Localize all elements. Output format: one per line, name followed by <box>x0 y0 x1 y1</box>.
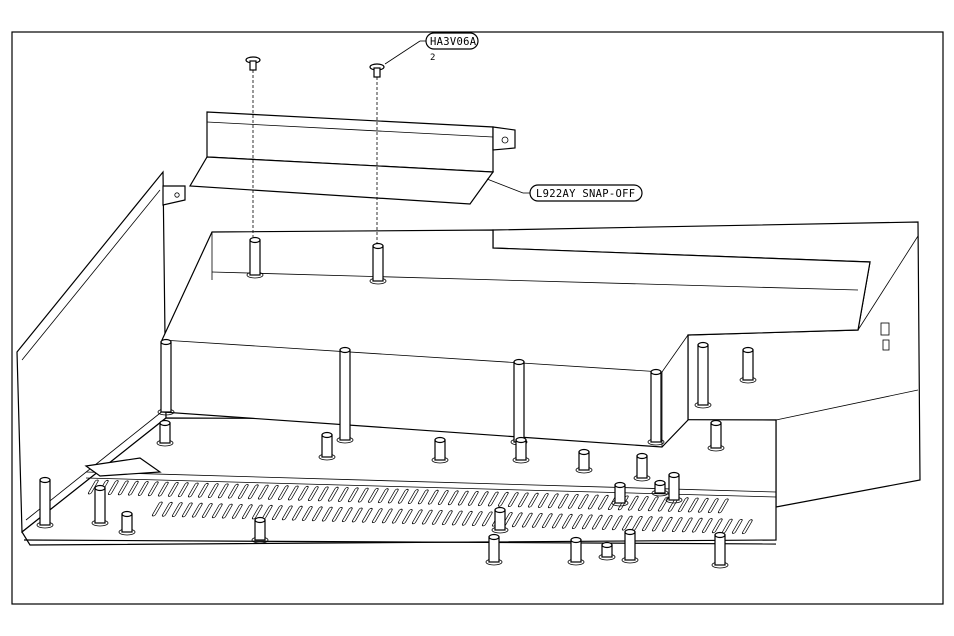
standoff-post <box>612 483 628 507</box>
standoff-post <box>712 533 728 569</box>
standoff-post <box>568 538 584 566</box>
standoff-post <box>666 473 682 504</box>
standoff-post <box>634 454 650 482</box>
standoff-post <box>92 486 108 527</box>
standoff-post <box>622 530 638 564</box>
standoff-post <box>708 421 724 452</box>
callout-bracket: L922AY SNAP-OFF <box>487 179 642 201</box>
callout-screw-qty-label: 2 <box>430 53 435 63</box>
callout-screw-part-label: HA3V06A <box>430 36 477 48</box>
standoff-post <box>648 370 664 446</box>
snap-off-bracket <box>190 112 515 204</box>
standoff-post <box>513 438 529 464</box>
standoff-post <box>511 360 527 446</box>
callout-bracket-part-label: L922AY SNAP-OFF <box>536 188 635 200</box>
callout-screw: HA3V06A 2 <box>385 33 478 64</box>
standoff-post <box>599 543 615 561</box>
standoff-post <box>695 343 711 409</box>
standoff-post <box>576 450 592 474</box>
standoff-post <box>740 348 756 384</box>
standoff-post <box>37 478 53 529</box>
